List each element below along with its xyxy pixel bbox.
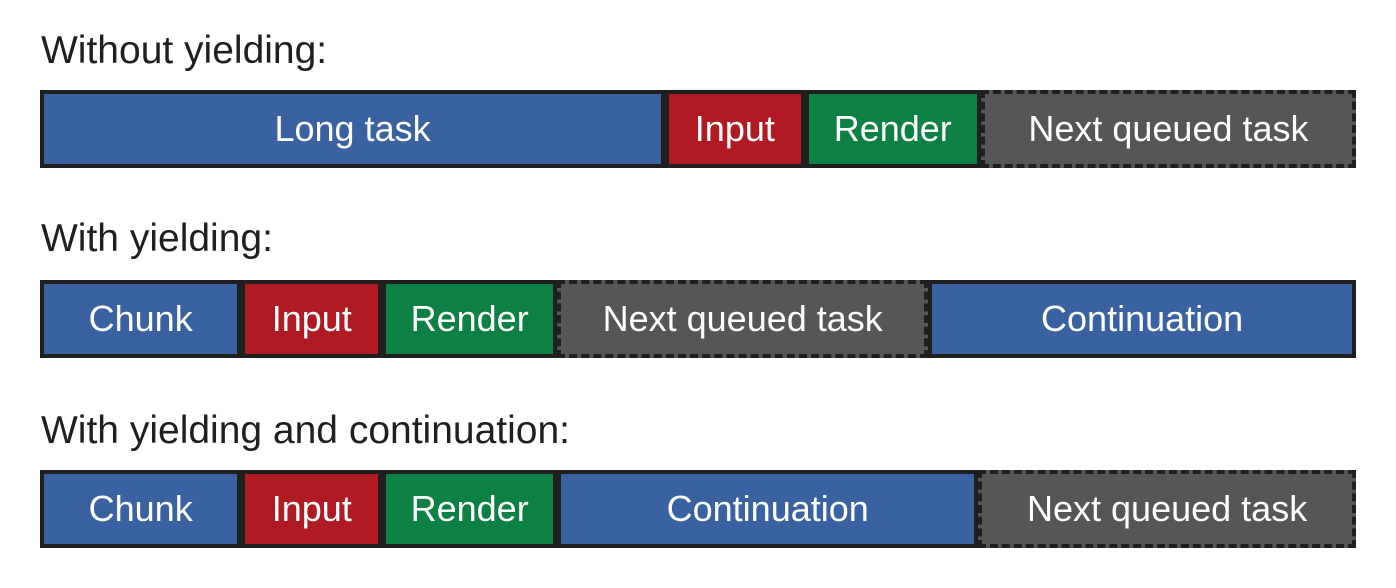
segment-label: Input — [271, 298, 352, 339]
segment-long-task: Long task — [40, 90, 666, 168]
task-bar-with-yielding: Chunk Input Render Next queued task Cont… — [40, 280, 1356, 358]
segment-next-queued-task: Next queued task — [557, 280, 929, 358]
segment-label: Input — [694, 108, 775, 149]
segment-chunk: Chunk — [40, 470, 242, 548]
segment-render: Render — [804, 90, 981, 168]
segment-input: Input — [241, 280, 383, 358]
segment-label: Next queued task — [1028, 108, 1309, 149]
segment-label: Chunk — [88, 298, 193, 339]
segment-label: Continuation — [666, 488, 869, 529]
segment-label: Render — [833, 108, 952, 149]
segment-chunk: Chunk — [40, 280, 242, 358]
segment-continuation: Continuation — [557, 470, 979, 548]
row-label-with-yielding: With yielding: — [41, 217, 273, 260]
segment-input: Input — [665, 90, 805, 168]
segment-label: Input — [271, 488, 352, 529]
segment-render: Render — [382, 470, 558, 548]
segment-input: Input — [241, 470, 383, 548]
segment-continuation: Continuation — [928, 280, 1356, 358]
segment-label: Next queued task — [1027, 488, 1308, 529]
segment-next-queued-task: Next queued task — [980, 90, 1356, 168]
segment-label: Render — [410, 298, 529, 339]
task-bar-without-yielding: Long task Input Render Next queued task — [40, 90, 1356, 168]
task-bar-with-yielding-and-continuation: Chunk Input Render Continuation Next que… — [40, 470, 1356, 548]
segment-label: Next queued task — [602, 298, 883, 339]
row-label-with-yielding-and-continuation: With yielding and continuation: — [41, 409, 570, 452]
segment-label: Render — [410, 488, 529, 529]
segment-label: Long task — [274, 108, 431, 149]
segment-render: Render — [382, 280, 558, 358]
segment-label: Continuation — [1041, 298, 1244, 339]
row-label-without-yielding: Without yielding: — [41, 29, 328, 72]
segment-next-queued-task: Next queued task — [978, 470, 1356, 548]
segment-label: Chunk — [88, 488, 193, 529]
